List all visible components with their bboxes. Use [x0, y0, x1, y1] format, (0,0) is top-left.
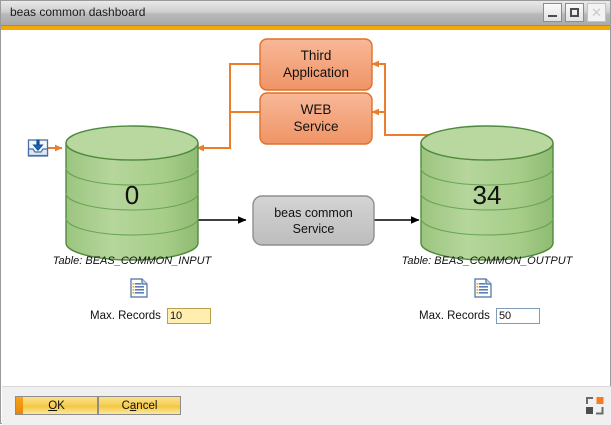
minimize-button[interactable]: [543, 3, 562, 22]
cancel-accesskey: a: [129, 399, 137, 412]
cancel-button[interactable]: Cancel: [98, 396, 181, 415]
window-controls: ✕: [543, 3, 606, 23]
output-max-records-label: Max. Records: [419, 310, 490, 322]
footer-bar: OK Cancel: [2, 386, 611, 425]
diagram-graphics: [43, 38, 554, 261]
output-database-cylinder: [420, 125, 554, 261]
maximize-button[interactable]: [565, 3, 584, 22]
resize-grip-icon[interactable]: [585, 396, 605, 416]
close-button[interactable]: ✕: [587, 3, 606, 22]
title-bar: beas common dashboard ✕: [1, 1, 610, 26]
output-table-caption: Table: BEAS_COMMON_OUTPUT: [401, 255, 573, 267]
ok-button-label-rest: K: [57, 399, 65, 412]
close-icon: ✕: [591, 5, 602, 20]
output-max-records-field[interactable]: [495, 308, 540, 324]
input-report-document-icon[interactable]: [130, 278, 148, 298]
title-accent-bar: [1, 26, 610, 30]
input-database-cylinder: [65, 125, 199, 261]
third-application-node: [259, 38, 373, 91]
input-record-count: 0: [124, 180, 140, 210]
import-inbox-icon[interactable]: [27, 137, 49, 159]
ok-button[interactable]: OK: [15, 396, 98, 415]
cancel-label-pre: C: [121, 399, 130, 412]
ok-accesskey: O: [48, 399, 58, 412]
window-title: beas common dashboard: [10, 5, 146, 19]
output-report-document-icon[interactable]: [474, 278, 492, 298]
input-max-records-label: Max. Records: [90, 310, 161, 322]
input-max-records-row: Max. Records: [90, 308, 211, 324]
dashboard-canvas: Third Application WEB Service beas commo…: [2, 30, 609, 385]
maximize-icon: [570, 8, 579, 17]
input-max-records-field[interactable]: [166, 308, 211, 324]
cancel-label-post: ncel: [136, 399, 158, 412]
web-service-node: [259, 92, 373, 145]
beas-common-service-node: [252, 195, 375, 246]
output-max-records-row: Max. Records: [419, 308, 540, 324]
minimize-icon: [548, 15, 557, 17]
output-record-count: 34: [472, 180, 502, 210]
input-table-caption: Table: BEAS_COMMON_INPUT: [52, 255, 212, 267]
